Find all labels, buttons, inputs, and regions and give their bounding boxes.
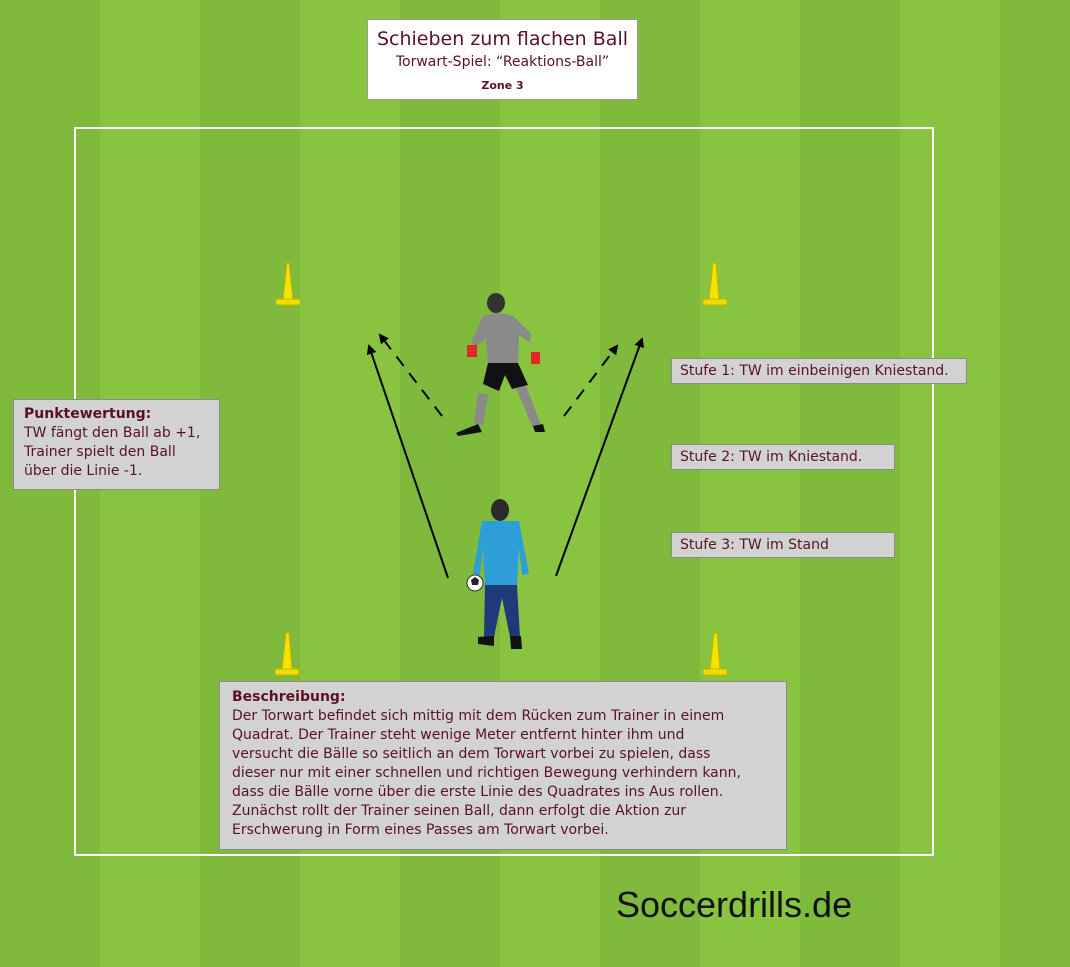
title-box: Schieben zum flachen Ball Torwart-Spiel:… — [367, 19, 638, 100]
description-box: Beschreibung: Der Torwart befindet sich … — [219, 681, 787, 850]
scoring-line: über die Linie -1. — [24, 463, 143, 479]
cone-bottom-right — [702, 632, 728, 676]
stage-1-box: Stufe 1: TW im einbeinigen Kniestand. — [671, 358, 967, 384]
pass-arrow-left — [366, 344, 449, 579]
pass-arrow-right — [555, 337, 644, 577]
square-boundary — [74, 127, 934, 856]
drill-subtitle: Torwart-Spiel: “Reaktions-Ball” — [395, 54, 610, 70]
cone-top-right — [702, 262, 728, 306]
trainer-figure — [466, 499, 529, 649]
goalkeeper-figure — [456, 293, 545, 436]
keeper-move-arrow-right — [563, 344, 619, 417]
brand-watermark: Soccerdrills.de — [616, 884, 853, 925]
drill-title: Schieben zum flachen Ball — [376, 28, 629, 50]
scoring-heading: Punktewertung: — [24, 406, 152, 422]
scoring-box: Punktewertung: TW fängt den Ball ab +1, … — [13, 399, 220, 490]
zone-label: Zone 3 — [481, 79, 524, 92]
scoring-line: TW fängt den Ball ab +1, — [24, 425, 201, 441]
scoring-line: Trainer spielt den Ball — [24, 444, 176, 460]
stage-2-box: Stufe 2: TW im Kniestand. — [671, 444, 895, 470]
description-text: Der Torwart befindet sich mittig mit dem… — [232, 708, 741, 838]
cone-top-left — [275, 262, 301, 306]
stage-3-box: Stufe 3: TW im Stand — [671, 532, 895, 558]
keeper-move-arrow-left — [378, 333, 443, 417]
description-heading: Beschreibung: — [232, 689, 346, 705]
cone-bottom-left — [274, 632, 300, 676]
